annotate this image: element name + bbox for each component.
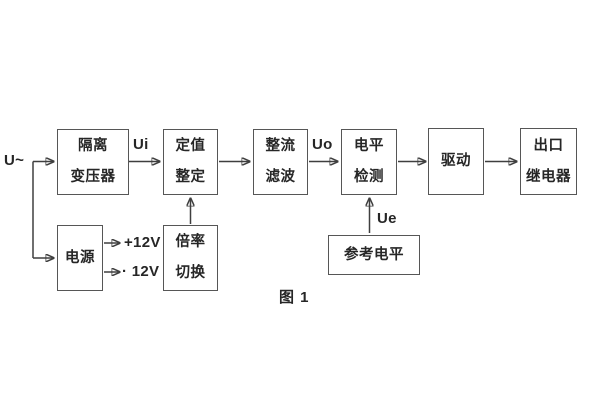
block-rectifier-line1: 整流 bbox=[265, 138, 296, 154]
label-uo: Uo bbox=[312, 136, 333, 153]
block-power-line1: 电源 bbox=[65, 249, 95, 266]
block-reference-level: 参考电平 bbox=[328, 235, 420, 275]
block-level-line1: 电平 bbox=[354, 138, 384, 154]
block-level-line2: 检测 bbox=[354, 169, 384, 185]
block-isolation-transformer: 隔离 变压器 bbox=[57, 129, 129, 195]
block-isolation-line1: 隔离 bbox=[78, 138, 108, 154]
block-setting-line2: 整定 bbox=[175, 169, 206, 185]
block-reference-line1: 参考电平 bbox=[344, 246, 404, 263]
block-relay-line2: 继电器 bbox=[526, 168, 571, 185]
block-relay-line1: 出口 bbox=[533, 137, 564, 154]
label-ue: Ue bbox=[377, 210, 397, 227]
block-level-detect: 电平 检测 bbox=[341, 129, 397, 195]
block-rectifier-filter: 整流 滤波 bbox=[253, 129, 308, 195]
block-ratio-line1: 倍率 bbox=[175, 234, 206, 250]
block-power-supply: 电源 bbox=[57, 225, 103, 291]
label-minus-12v: · 12V bbox=[122, 263, 160, 280]
block-rectifier-line2: 滤波 bbox=[265, 169, 296, 185]
block-isolation-line2: 变压器 bbox=[70, 169, 116, 185]
label-plus-12v: +12V bbox=[124, 234, 161, 251]
block-value-setting: 定值 整定 bbox=[163, 129, 218, 195]
label-ui: Ui bbox=[133, 136, 149, 153]
block-setting-line1: 定值 bbox=[175, 138, 206, 154]
block-drive-line1: 驱动 bbox=[441, 153, 471, 169]
block-ratio-switch: 倍率 切换 bbox=[163, 225, 218, 291]
block-output-relay: 出口 继电器 bbox=[520, 128, 577, 195]
label-input-voltage: U~ bbox=[4, 152, 25, 169]
block-drive: 驱动 bbox=[428, 128, 484, 195]
figure-caption: 图 1 bbox=[279, 289, 310, 306]
block-ratio-line2: 切换 bbox=[175, 265, 206, 281]
